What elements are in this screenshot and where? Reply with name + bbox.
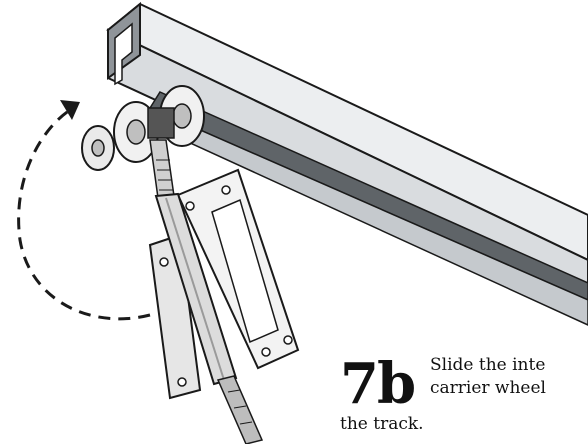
track-end-channel <box>114 22 133 86</box>
threaded-stem <box>149 139 175 199</box>
track-slot <box>148 91 588 301</box>
bracket-icon <box>148 168 300 400</box>
rotation-arrow-icon <box>17 100 151 321</box>
wheel-icon <box>81 85 205 171</box>
caption-line-3: the track. <box>340 414 424 434</box>
track-rail <box>106 1 588 326</box>
caption-line-1: Slide the inte <box>430 355 546 375</box>
pivot-shaft <box>216 375 264 444</box>
caption-line-2: carrier wheel <box>430 378 546 398</box>
step-number: 7b <box>340 351 416 417</box>
pivot-cylinder <box>154 192 238 386</box>
